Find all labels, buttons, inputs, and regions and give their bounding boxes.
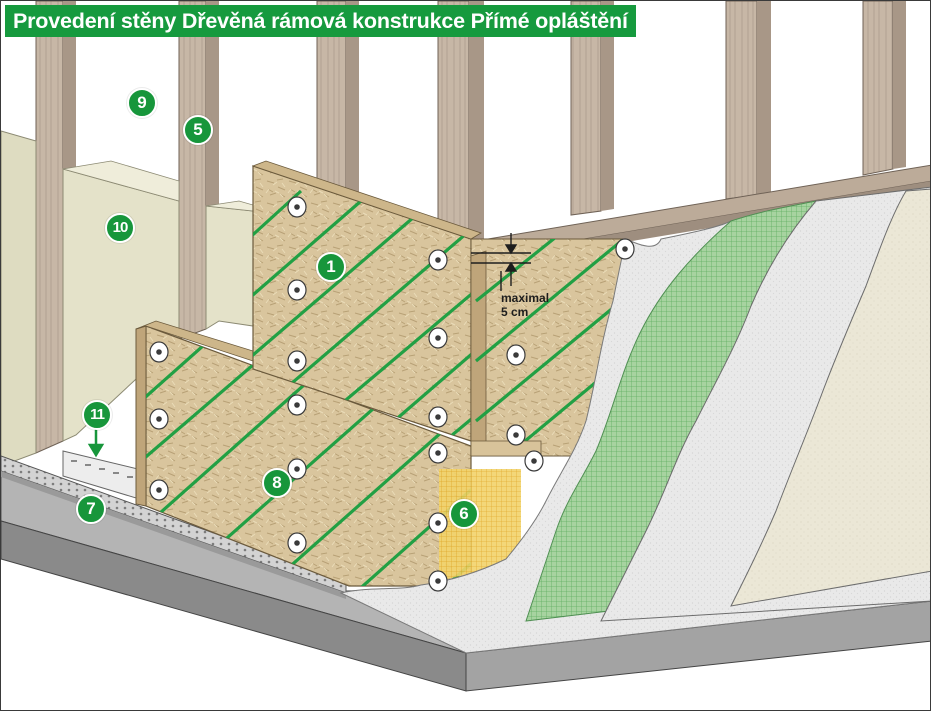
- page-title: Provedení stěny Dřevěná rámová konstrukc…: [5, 5, 636, 37]
- wood-fibre-board-right: [470, 238, 627, 457]
- callout-1: 1: [316, 252, 346, 282]
- callout-11-pointer: [87, 429, 105, 458]
- callout-10: 10: [105, 213, 135, 243]
- dimension-label-line2: 5 cm: [501, 305, 529, 319]
- insulation-infill: [1, 130, 254, 467]
- fixing-anchors: [149, 196, 635, 592]
- callout-5: 5: [183, 115, 213, 145]
- callout-11: 11: [82, 400, 112, 430]
- callout-8: 8: [262, 468, 292, 498]
- callout-7: 7: [76, 494, 106, 524]
- finish-render: [730, 188, 930, 607]
- dimension-marker: [471, 233, 531, 291]
- wood-fibre-board-upper: [251, 160, 482, 442]
- dimension-label-line1: maximal: [501, 291, 550, 305]
- callout-6: 6: [449, 499, 479, 529]
- callout-9: 9: [127, 88, 157, 118]
- corner-mesh: [439, 469, 521, 581]
